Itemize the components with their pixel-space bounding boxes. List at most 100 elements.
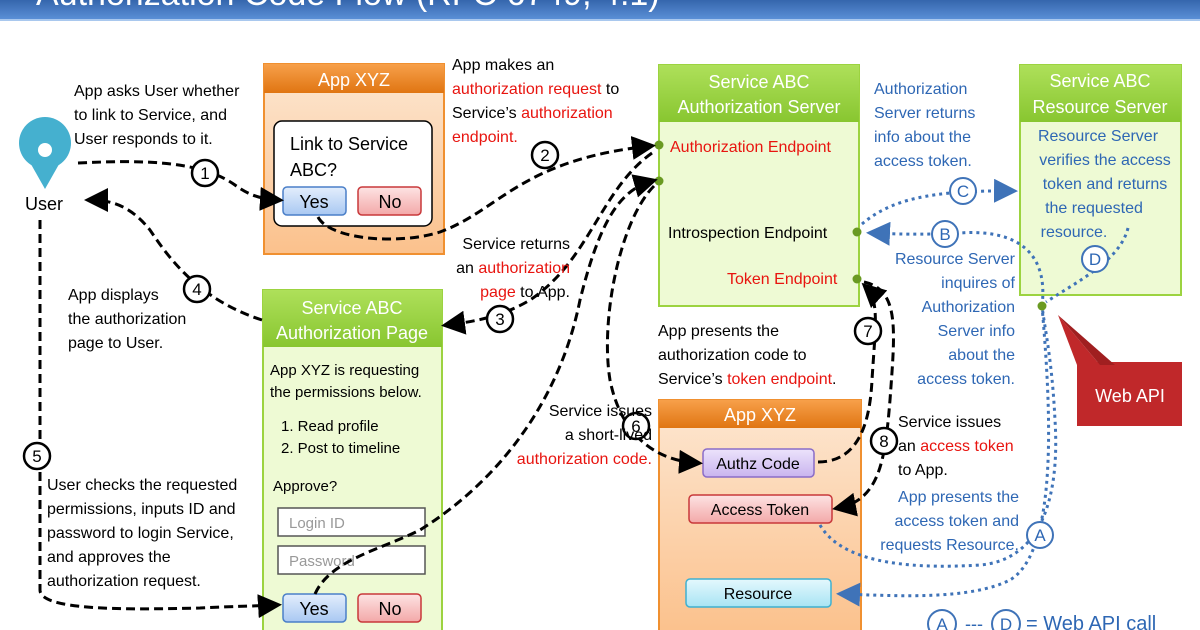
note-line: an authorization bbox=[456, 260, 570, 277]
note-line: endpoint. bbox=[452, 129, 518, 146]
web-api-arrows bbox=[818, 178, 1130, 607]
app-xyz-box-1: App XYZ Link to Service ABC? bbox=[263, 63, 445, 255]
note-line: App presents the bbox=[898, 489, 1019, 506]
step-number: 2 bbox=[540, 146, 549, 165]
note-line: access token and bbox=[894, 513, 1019, 530]
svg-text:App XYZ: App XYZ bbox=[318, 70, 390, 90]
note-line: App presents the bbox=[658, 323, 779, 340]
svg-text:Service ABC: Service ABC bbox=[1049, 71, 1150, 91]
approve-no-button[interactable]: No bbox=[357, 593, 422, 623]
resource-item: Resource bbox=[685, 578, 832, 608]
link-no-button[interactable]: No bbox=[357, 186, 422, 216]
authz-code-item: Authz Code bbox=[702, 448, 815, 478]
api-step-letter: B bbox=[939, 225, 950, 244]
api-step-c-marker: C bbox=[949, 177, 977, 205]
note-line: Service’s authorization bbox=[452, 105, 613, 122]
note-line: permissions, inputs ID and bbox=[47, 501, 236, 518]
introspection-endpoint: Introspection Endpoint bbox=[668, 225, 828, 242]
svg-text:Resource Server: Resource Server bbox=[1032, 97, 1167, 117]
note-b: Resource Server inquires of AuthorizationS… bbox=[895, 251, 1016, 388]
legend: A --- D = Web API call bbox=[927, 609, 1156, 630]
note-line: Server returns bbox=[874, 105, 975, 122]
step-number: 5 bbox=[32, 447, 41, 466]
dialog-text: ABC? bbox=[290, 160, 337, 180]
note-line: authorization request. bbox=[47, 573, 201, 590]
note-line: Authorization bbox=[874, 81, 967, 98]
note-line: inquires of bbox=[941, 275, 1015, 292]
note-line: Server info bbox=[938, 323, 1015, 340]
header-bar bbox=[0, 0, 1200, 19]
note-line: Service returns bbox=[462, 236, 570, 253]
user-icon bbox=[19, 117, 71, 189]
note-line: page to User. bbox=[68, 335, 163, 352]
note-line: about the bbox=[948, 347, 1015, 364]
svg-text:the permissions below.: the permissions below. bbox=[270, 384, 422, 401]
dialog-text: Link to Service bbox=[290, 134, 408, 154]
note-line: password to login Service, bbox=[47, 525, 234, 542]
svg-text:Service ABC: Service ABC bbox=[301, 298, 402, 318]
note-line: access token. bbox=[917, 371, 1015, 388]
step-number: 1 bbox=[200, 164, 209, 183]
step-5-marker: 5 bbox=[22, 441, 52, 471]
api-step-letter: D bbox=[1089, 250, 1101, 269]
svg-text:App XYZ: App XYZ bbox=[724, 405, 796, 425]
access-token-item: Access Token bbox=[688, 494, 833, 524]
approve-yes-button[interactable]: Yes bbox=[282, 593, 347, 623]
svg-text:Approve?: Approve? bbox=[273, 478, 337, 495]
svg-text:Authorization Server: Authorization Server bbox=[677, 97, 840, 117]
svg-text:App XYZ is requesting: App XYZ is requesting bbox=[270, 362, 419, 379]
note-line: to link to Service, and bbox=[74, 107, 227, 124]
web-api-callout: Web API bbox=[1058, 315, 1182, 426]
step-8-marker: 8 bbox=[869, 426, 899, 456]
svg-text:Authorization Page: Authorization Page bbox=[276, 323, 428, 343]
note-line: info about the bbox=[874, 129, 971, 146]
svg-text:Yes: Yes bbox=[299, 192, 328, 212]
link-yes-button[interactable]: Yes bbox=[282, 186, 347, 216]
note-line: authorization code. bbox=[517, 451, 652, 468]
note-line: requests Resource. bbox=[880, 537, 1019, 554]
api-step-letter: A bbox=[1034, 526, 1046, 545]
login-id-input[interactable]: Login ID bbox=[277, 507, 426, 537]
svg-text:Login ID: Login ID bbox=[289, 515, 345, 532]
svg-text:Service ABC: Service ABC bbox=[708, 72, 809, 92]
svg-text:Resource: Resource bbox=[724, 586, 793, 603]
note-line: App displays bbox=[68, 287, 159, 304]
svg-text:token and returns: token and returns bbox=[1043, 176, 1168, 193]
svg-text:Resource Server: Resource Server bbox=[1038, 128, 1159, 145]
note-line: authorization code to bbox=[658, 347, 807, 364]
step-3-marker: 3 bbox=[485, 304, 515, 334]
step-number: 4 bbox=[192, 280, 201, 299]
api-step-letter: C bbox=[957, 182, 969, 201]
note-line: Service issues bbox=[898, 414, 1001, 431]
api-step-d-marker: D bbox=[1081, 245, 1109, 273]
note-line: and approves the bbox=[47, 549, 171, 566]
authorization-page-box: Service ABC Authorization Page App XYZ i… bbox=[262, 289, 443, 630]
note-line: User responds to it. bbox=[74, 131, 213, 148]
api-step-a-marker: A bbox=[1026, 521, 1054, 549]
note-line: Resource Server bbox=[895, 251, 1016, 268]
step-number: 8 bbox=[879, 432, 888, 451]
svg-text:---: --- bbox=[965, 614, 983, 630]
svg-text:D: D bbox=[1000, 615, 1012, 630]
user-label: User bbox=[25, 194, 63, 214]
authorization-server-box: Service ABC Authorization Server Authori… bbox=[654, 64, 862, 307]
note-line: page to App. bbox=[480, 284, 570, 301]
svg-text:verifies the access: verifies the access bbox=[1039, 152, 1171, 169]
note-line: access token. bbox=[874, 153, 972, 170]
note-line: Authorization bbox=[922, 299, 1015, 316]
note-line: App makes an bbox=[452, 57, 554, 74]
step-2-marker: 2 bbox=[530, 140, 560, 170]
note-3: Service returns an authorization page to A… bbox=[456, 236, 570, 301]
permission-item: 1. Read profile bbox=[281, 418, 379, 435]
flow-arrows bbox=[38, 136, 895, 619]
step-7-marker: 7 bbox=[853, 316, 883, 346]
svg-text:Authz Code: Authz Code bbox=[716, 456, 800, 473]
